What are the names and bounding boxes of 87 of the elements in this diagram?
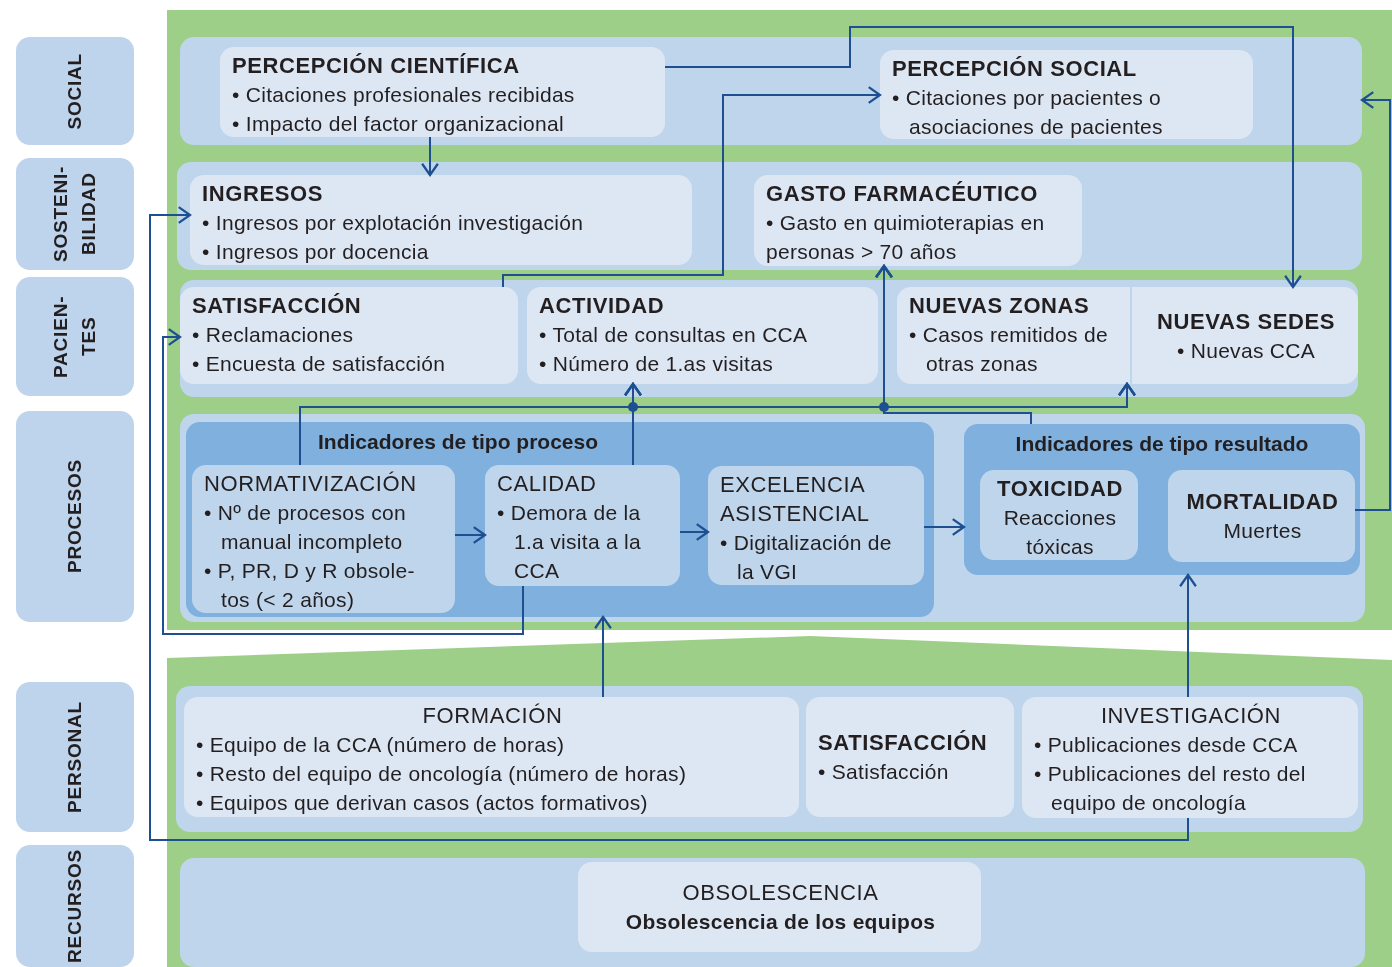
group-panel	[186, 422, 934, 617]
group-panel	[964, 424, 1360, 575]
category-tab	[16, 158, 134, 270]
bullet-item: • Demora de la 1.a visita a la CCA	[497, 500, 643, 584]
bullet-item: • Nº de procesos con manual incompleto	[204, 500, 407, 555]
box-heading: OBSOLESCENCIA	[681, 879, 880, 907]
category-tab	[16, 37, 134, 145]
arrow	[149, 206, 1189, 841]
box-heading: CALIDAD	[497, 470, 598, 498]
indicator-box	[880, 50, 1253, 139]
bullet-item: • Encuesta de satisfacción	[192, 351, 447, 377]
box-text: • Nuevas CCA	[1175, 337, 1317, 364]
box-heading: PERCEPCIÓN CIENTÍFICA	[232, 52, 521, 80]
box-heading: MORTALIDAD	[1185, 488, 1340, 516]
tab-label: PACIEN- TES	[49, 294, 100, 380]
box-heading: NUEVAS SEDES	[1156, 307, 1336, 336]
indicator-box	[527, 287, 878, 384]
bullet-item: • Número de 1.as visitas	[539, 351, 774, 377]
bullet-item: • Citaciones por pacientes o asociaciones de pacientes	[892, 85, 1164, 140]
arrow	[664, 26, 1302, 289]
bullet-item: • Citaciones profesionales recibidas	[232, 82, 576, 108]
tab-label: PERSONAL	[63, 701, 86, 813]
box-heading: INVESTIGACIÓN	[1099, 702, 1283, 730]
bullet-item: • Total de consultas en CCA	[539, 322, 809, 348]
group-title: Indicadores de tipo resultado	[1014, 431, 1310, 457]
indicator-box	[708, 466, 924, 585]
arrow	[454, 526, 487, 544]
bullet-item: • Ingresos por docencia	[202, 239, 430, 265]
box-heading: INGRESOS	[202, 180, 324, 208]
tab-label: SOSTENI- BILIDAD	[49, 164, 100, 265]
tab-label: RECURSOS	[63, 849, 86, 963]
box-heading: GASTO FARMACÉUTICO	[766, 180, 1039, 208]
arrow	[594, 615, 612, 698]
category-tab	[16, 277, 134, 396]
bullet-item: • Reclamaciones	[192, 322, 355, 348]
arrow	[923, 518, 966, 536]
bullet-item: • Resto del equipo de oncología (número de horas)	[196, 761, 688, 787]
indicator-box	[220, 47, 665, 137]
box-heading: PERCEPCIÓN SOCIAL	[892, 55, 1138, 83]
arrow	[679, 523, 710, 541]
tab-label: SOCIAL	[63, 52, 86, 130]
band-panel	[180, 37, 1362, 145]
indicator-box	[190, 175, 692, 265]
indicator-box	[1130, 287, 1358, 384]
box-heading: FORMACIÓN	[421, 702, 564, 730]
arrow	[502, 86, 882, 288]
indicator-box	[1022, 697, 1358, 818]
box-text: • Gasto en quimioterapias en personas > 70 años	[766, 210, 1046, 265]
indicator-box	[184, 697, 799, 817]
indicator-box	[980, 470, 1138, 560]
category-tab	[16, 845, 134, 967]
arrow	[421, 136, 439, 177]
indicator-box	[485, 465, 680, 586]
box-heading: SATISFACCIÓN	[192, 292, 363, 320]
bullet-item: • Publicaciones del resto del equipo de oncología	[1034, 761, 1307, 816]
box-text: Obsolescencia de los equipos	[624, 909, 937, 935]
indicator-box	[897, 287, 1130, 384]
arrow	[1354, 91, 1391, 511]
box-heading: SATISFACCIÓN	[818, 729, 989, 757]
bullet-item: • Publicaciones desde CCA	[1034, 732, 1299, 758]
box-text: Reacciones tóxicas	[1002, 505, 1118, 560]
box-heading: ACTIVIDAD	[539, 292, 666, 320]
indicator-box	[180, 287, 518, 384]
bullet-item: • Satisfacción	[818, 759, 950, 785]
bullet-item: • Impacto del factor organizacional	[232, 111, 565, 137]
indicator-box	[1168, 470, 1355, 562]
bullet-item: • Ingresos por explotación investigación	[202, 210, 585, 236]
box-heading: TOXICIDAD	[996, 475, 1124, 503]
group-title: Indicadores de tipo proceso	[318, 429, 599, 455]
box-heading: NORMATIVIZACIÓN	[204, 470, 418, 498]
category-tab	[16, 682, 134, 832]
bullet-item: • Casos remitidos de otras zonas	[909, 322, 1109, 377]
bullet-item: • Equipo de la CCA (número de horas)	[196, 732, 566, 758]
arrow	[162, 328, 524, 635]
arrow	[1179, 573, 1197, 698]
tab-label: PROCESOS	[63, 459, 86, 574]
bullet-item: • P, PR, D y R obsole- tos (< 2 años)	[204, 558, 416, 613]
bullet-item: • Digitalización de la VGI	[720, 530, 893, 585]
indicator-box	[192, 465, 455, 613]
box-heading: NUEVAS ZONAS	[909, 292, 1091, 320]
indicator-box	[754, 175, 1082, 266]
box-heading: EXCELENCIA ASISTENCIAL	[720, 471, 871, 528]
indicator-box	[806, 697, 1014, 817]
bullet-item: • Equipos que derivan casos (actos formativos)	[196, 790, 649, 816]
category-tab	[16, 411, 134, 622]
box-text: Muertes	[1222, 518, 1303, 544]
indicator-box	[578, 862, 981, 952]
